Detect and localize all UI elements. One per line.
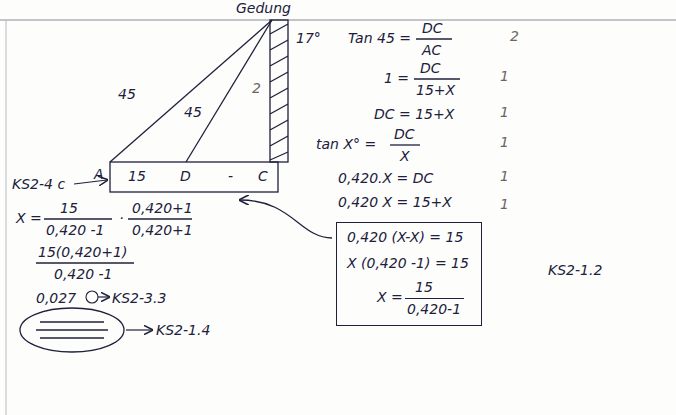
score-mark: 1 bbox=[500, 104, 509, 120]
handwritten-text: 15+X bbox=[416, 82, 455, 98]
score-mark: 1 bbox=[500, 134, 509, 150]
handwritten-text: 0,420 -1 bbox=[46, 222, 105, 238]
score-mark: 1 bbox=[500, 168, 509, 184]
handwritten-text: D bbox=[180, 168, 191, 184]
handwritten-text: - bbox=[228, 168, 233, 184]
handwritten-text: X = bbox=[16, 210, 42, 226]
handwritten-text: KS2-1.4 bbox=[156, 322, 210, 338]
answer-line: X = bbox=[377, 289, 403, 305]
handwritten-text: 17° bbox=[296, 30, 321, 46]
handwritten-text: KS2-4 c bbox=[12, 176, 65, 192]
scribbled-oval bbox=[20, 308, 124, 352]
ground-box bbox=[110, 162, 278, 192]
ruled-line bbox=[0, 20, 676, 21]
handwritten-text: 0,027 bbox=[36, 290, 76, 306]
handwritten-text: 0,420 X = 15+X bbox=[338, 194, 452, 210]
handwritten-text: DC bbox=[422, 20, 443, 36]
handwritten-text: 1 = bbox=[384, 70, 409, 86]
building bbox=[270, 20, 288, 162]
handwritten-text: KS2-1.2 bbox=[548, 262, 602, 278]
handwritten-text: 15 bbox=[128, 168, 146, 184]
handwritten-text: 15(0,420+1) bbox=[38, 244, 127, 260]
handwritten-text: . bbox=[120, 206, 124, 222]
answer-line: 0,420-1 bbox=[407, 301, 461, 317]
answer-line: 15 bbox=[415, 279, 433, 295]
handwritten-text: C bbox=[258, 168, 268, 184]
handwritten-text: tan X° = bbox=[316, 136, 376, 152]
handwritten-text: 0,420+1 bbox=[132, 200, 193, 216]
handwritten-text: AC bbox=[422, 42, 441, 58]
handwritten-text: DC bbox=[394, 126, 415, 142]
handwritten-text: 15 bbox=[60, 200, 78, 216]
curved-arrow bbox=[240, 200, 332, 238]
sight-lines bbox=[110, 20, 272, 162]
handwritten-text: Tan 45 = bbox=[348, 30, 411, 46]
handwritten-text: 0,420.X = DC bbox=[338, 170, 433, 186]
circle-mark bbox=[86, 291, 98, 303]
handwritten-text: DC = 15+X bbox=[374, 106, 454, 122]
pointer bbox=[98, 296, 109, 297]
fraction-bar bbox=[405, 298, 464, 299]
handwritten-text: 45 bbox=[184, 104, 202, 120]
handwritten-text: A bbox=[94, 166, 104, 182]
handwritten-text: KS2-3.3 bbox=[112, 290, 166, 306]
answer-line: X (0,420 -1) = 15 bbox=[347, 255, 469, 271]
margin-line bbox=[6, 20, 7, 415]
pointer bbox=[126, 329, 152, 330]
handwritten-text: 0,420 -1 bbox=[54, 266, 113, 282]
handwritten-text: X bbox=[400, 148, 410, 164]
handwritten-text: DC bbox=[420, 60, 441, 76]
score-mark: 2 bbox=[252, 80, 261, 96]
score-mark: 1 bbox=[500, 196, 509, 212]
score-mark: 2 bbox=[510, 28, 519, 44]
handwritten-text: 45 bbox=[118, 86, 136, 102]
handwritten-text: 0,420+1 bbox=[132, 222, 193, 238]
score-mark: 1 bbox=[500, 68, 509, 84]
handwritten-text: Gedung bbox=[236, 0, 291, 16]
boxed-answer: 0,420 (X-X) = 15 X (0,420 -1) = 15 X = 15 0,… bbox=[336, 222, 482, 326]
answer-line: 0,420 (X-X) = 15 bbox=[347, 229, 463, 245]
